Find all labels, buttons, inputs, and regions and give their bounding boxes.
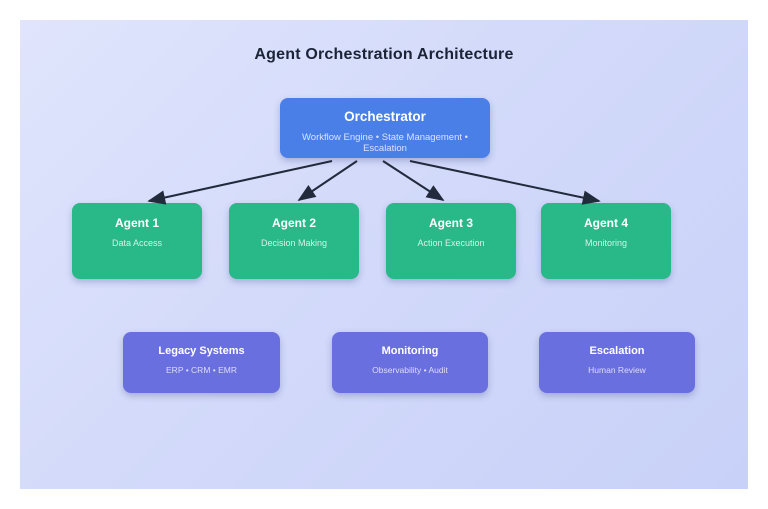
escalation-title: Escalation — [589, 345, 645, 357]
agent-4-subtitle: Monitoring — [584, 238, 628, 248]
orchestrator-title: Orchestrator — [344, 109, 426, 124]
agent-4-title: Agent 4 — [583, 216, 628, 230]
node-orchestrator: Orchestrator Workflow Engine • State Man… — [280, 98, 490, 158]
escalation-subtitle: Human Review — [588, 365, 646, 375]
node-agent-4: Agent 4 Monitoring — [541, 203, 671, 279]
legacy-systems-title: Legacy Systems — [158, 345, 245, 357]
node-legacy-systems: Legacy Systems ERP • CRM • EMR — [123, 332, 280, 393]
agent-2-title: Agent 2 — [271, 216, 316, 230]
monitoring-subtitle: Observability • Audit — [372, 365, 448, 375]
node-agent-2: Agent 2 Decision Making — [229, 203, 359, 279]
node-agent-1: Agent 1 Data Access — [72, 203, 202, 279]
diagram-title: Agent Orchestration Architecture — [254, 46, 514, 63]
agent-1-title: Agent 1 — [114, 216, 159, 230]
agent-3-subtitle: Action Execution — [417, 238, 485, 248]
agent-3-title: Agent 3 — [428, 216, 473, 230]
legacy-systems-subtitle: ERP • CRM • EMR — [166, 365, 237, 375]
node-escalation: Escalation Human Review — [539, 332, 695, 393]
diagram-canvas: Agent Orchestration Architecture Orchest… — [20, 20, 748, 489]
monitoring-title: Monitoring — [381, 345, 439, 357]
arrow-orchestrator-to-agent-4 — [409, 160, 601, 205]
arrow-orchestrator-to-agent-1 — [147, 160, 333, 205]
arrow-orchestrator-to-agent-2 — [297, 160, 358, 202]
orchestrator-subtitle: Workflow Engine • State Management • Esc… — [302, 132, 468, 154]
node-agent-3: Agent 3 Action Execution — [386, 203, 516, 279]
agent-2-subtitle: Decision Making — [260, 238, 328, 248]
node-monitoring: Monitoring Observability • Audit — [332, 332, 488, 393]
agent-1-subtitle: Data Access — [111, 238, 163, 248]
arrow-orchestrator-to-agent-3 — [382, 160, 445, 201]
